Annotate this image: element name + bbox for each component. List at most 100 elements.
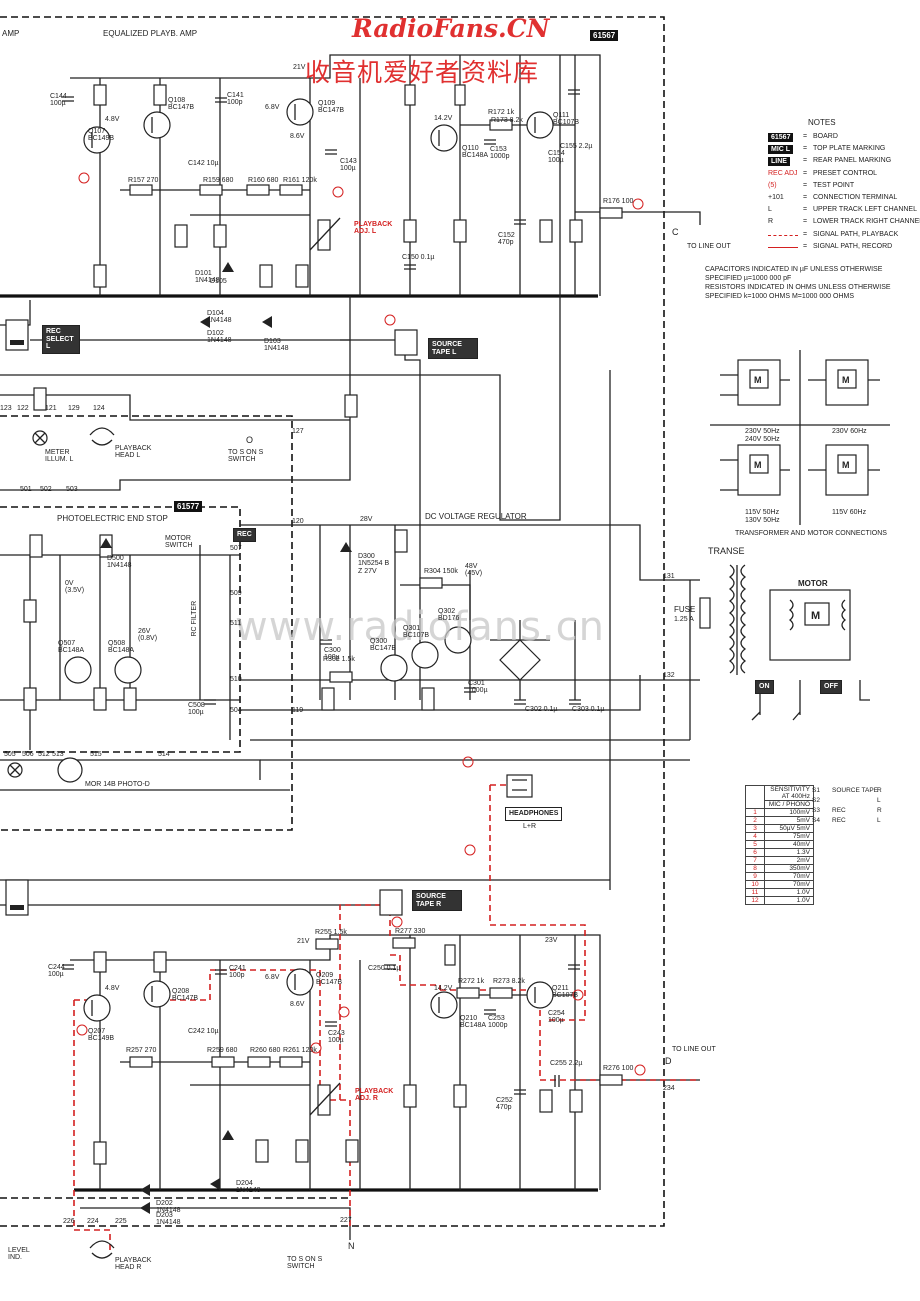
part-label-d300: D300 1N5254 B Z 27V [358,553,390,575]
sens-corner [745,785,765,809]
note-equals: = [803,206,808,214]
terminal-502: 502 [40,486,52,493]
motor-m-glyph: M [811,610,820,622]
voltage-0v: 0V (3.5V) [65,580,85,595]
switch-s1 [379,889,403,916]
watermark-brand: RadioFans.CN [352,14,550,43]
notes-title: NOTES [808,118,836,127]
switch-channel: R [877,807,882,814]
transistor-q109 [286,98,314,126]
terminal-501: 501 [20,486,32,493]
switch-s2 [394,329,418,356]
terminal-127: 127 [292,428,304,435]
part-label-r173: R173 8.2k [491,117,523,124]
part-label-q207: Q207 BC149B [88,1028,115,1043]
sensitivity-test-point: 5 [745,840,765,849]
part-label-d103: D103 1N4148 [264,338,289,353]
watermark-url: www.radiofans.cn [235,604,605,650]
sensitivity-test-point: 7 [745,856,765,865]
terminal-503: 503 [66,486,78,493]
source-tape-l-box: SOURCE TAPE L [428,338,478,360]
tx-v1: 230V 50Hz [745,428,780,435]
sensitivity-value: 40mV [764,840,814,849]
sensitivity-value: 1.0V [764,896,814,905]
terminal-510: 510 [230,676,242,683]
terminal-512: 512 [38,751,50,758]
sensitivity-test-point: 9 [745,872,765,881]
part-label-c303: C303 0.1µ [572,706,605,713]
part-label-c255: C255 2.2µ [550,1060,583,1067]
part-label-r159: R159 680 [203,177,234,184]
notes-res-1: RESISTORS INDICATED IN OHMS UNLESS OTHER… [705,284,891,291]
note-symbol: LINE [768,157,790,167]
headphones-label: HEADPHONES [505,807,563,821]
sensitivity-test-point: 3 [745,824,765,833]
part-label-q301: Q301 BC107B [403,625,430,640]
part-label-d101: D101 1N4148 [195,270,220,285]
part-label-c242: C242 10µ [188,1028,219,1035]
to-sons-switch-lower: TO S ON S SWITCH [287,1256,323,1271]
to-line-out-c: TO LINE OUT [687,243,731,250]
transistor-q108 [143,111,171,139]
note-description: TOP PLATE MARKING [813,145,886,153]
section-label-amp: AMP [2,29,20,38]
playback-adj-l-label: PLAYBACK ADJ. L [354,221,393,236]
part-label-c141: C141 100p [227,92,244,107]
transistor-q211 [526,981,554,1009]
board-badge: 61567 [590,30,619,41]
watermark-subtitle: 收音机爱好者资料库 [305,58,540,87]
rec-select-box: REC SELECT L [42,325,80,355]
letter-o: O [246,435,254,445]
transistor-q207 [83,994,111,1022]
switch-function: REC [832,807,846,814]
note-description: SIGNAL PATH, PLAYBACK [813,230,899,238]
note-equals: = [803,157,808,165]
sensitivity-test-point: 8 [745,864,765,873]
part-label-c154: C154 100µ [548,150,565,165]
sensitivity-value: 1.3V [764,848,814,857]
sensitivity-value: 1.0V [764,888,814,897]
end-stop-lamp [7,762,23,778]
voltage-6-8v-upper: 6.8V [265,104,280,111]
sens-head-2: MIC / PHONO [764,800,814,809]
switch-s3 [5,879,29,916]
voltage-8-6v-lower: 8.6V [290,1001,305,1008]
transistor-q210 [430,991,458,1019]
part-label-r304: R304 150k [424,568,458,575]
part-label-q208: Q208 BC147B [172,988,199,1003]
note-symbol: MIC L [768,145,794,155]
part-label-q210: Q210 BC148A [460,1015,487,1030]
terminal-513: 513 [52,751,64,758]
playback-head-l-symbol [89,427,115,446]
terminal-234: 234 [663,1085,675,1092]
dc-regulator-title: DC VOLTAGE REGULATOR [425,512,527,521]
part-label-c252: C252 470p [496,1097,513,1112]
voltage-6-8v-lower: 6.8V [265,974,280,981]
part-label-r257: R257 270 [126,1047,157,1054]
switch-id: S2 [812,797,820,804]
voltage-28v: 28V [360,516,373,523]
part-label-r301: R301 1.5k [323,656,355,663]
note-symbol: R [768,218,774,226]
sensitivity-value: 100mV [764,808,814,817]
switch-id: S1 [812,787,820,794]
part-label-q507: Q507 BC148A [58,640,85,655]
part-label-c241: C241 100p [229,965,246,980]
note-equals: = [803,145,808,153]
terminal-124: 124 [93,405,105,412]
terminal-226: 226 [63,1218,75,1225]
playback-adj-r-label: PLAYBACK ADJ. R [355,1088,394,1103]
terminal-504: 504 [230,707,242,714]
fuse-label: FUSE [674,605,696,614]
voltage-48v: 48V (45V) [465,563,483,578]
diode-symbols [100,262,352,1214]
part-label-q111: Q111 BC107B [553,112,580,127]
note-equals: = [803,181,808,189]
transe-label: TRANSE [708,546,745,556]
letter-n: N [348,1241,355,1251]
transistor-q302 [444,626,472,654]
